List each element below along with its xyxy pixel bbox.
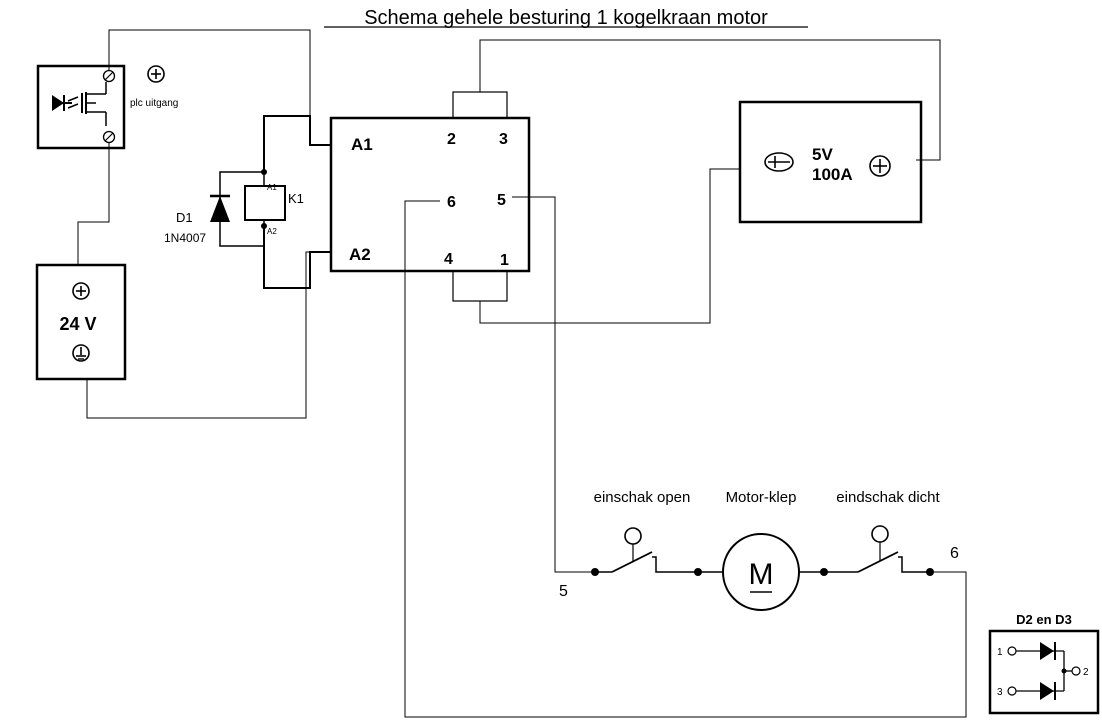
node-5-label: 5: [559, 583, 568, 600]
wire-plc-to-24v: [77, 143, 110, 264]
module-pin-6: 6: [447, 194, 456, 211]
plus-icon: [869, 155, 891, 177]
switch-open-label: einschak open: [594, 489, 691, 506]
transistor-icon: [81, 82, 107, 126]
module-a2: A2: [349, 245, 371, 264]
wire-24v-to-a2: [86, 251, 330, 419]
diode-pair-pin-3: 3: [997, 687, 1003, 698]
plc-output-block: [36, 64, 126, 150]
relay-a2-small: A2: [267, 227, 277, 236]
relay-coil: [244, 185, 286, 221]
wire-plc-to-a1: [108, 29, 330, 146]
diagram-title: Schema gehele besturing 1 kogelkraan mot…: [364, 7, 768, 29]
diode-pair-title: D2 en D3: [1016, 612, 1072, 627]
wire-pin6-to-motor: [404, 200, 967, 718]
diode-d3-icon: [1040, 682, 1054, 700]
switch-open-actuator-icon: [624, 527, 642, 545]
wire-pin1-to-5v-minus: [479, 168, 740, 324]
diode-pair-pin-2: 2: [1083, 667, 1089, 678]
supply-5v-volt: 5V: [812, 145, 833, 164]
ground-icon: [72, 344, 90, 362]
relay-a1-small: A1: [267, 183, 277, 192]
led-icon: [52, 95, 79, 111]
motor-symbol: M: [749, 558, 774, 591]
diode-d2-icon: [1040, 642, 1054, 660]
supply-5v-amp: 100A: [812, 165, 853, 184]
diode-pair-pin-1: 1: [997, 647, 1003, 658]
plc-plus-icon: [147, 65, 165, 83]
minus-icon: [764, 152, 794, 172]
wire-pin5-to-motor: [512, 196, 595, 573]
switch-closed-actuator-icon: [871, 525, 889, 543]
module-pin-5: 5: [497, 192, 506, 209]
node-6-label: 6: [950, 545, 959, 562]
switch-closed-label: eindschak dicht: [836, 489, 940, 506]
module-pin-1: 1: [500, 252, 509, 269]
module-a1: A1: [351, 135, 373, 154]
control-module: A1 A2 2 3 6 5 4 1: [329, 91, 531, 302]
diode-name: D1: [176, 210, 193, 225]
supply-5v: 5V 100A: [738, 100, 923, 224]
relay-k1: A1 A2: [210, 115, 330, 289]
diode-part: 1N4007: [164, 231, 206, 245]
relay-label: K1: [288, 191, 304, 206]
diode-pair-block: [988, 629, 1100, 715]
supply-24v-label: 24 V: [59, 314, 96, 334]
diode-d1-icon: [210, 194, 230, 222]
motor-circuit: M: [591, 525, 934, 611]
motor-label: Motor-klep: [726, 489, 797, 506]
module-pin-4: 4: [444, 251, 453, 268]
supply-plus-icon: [72, 282, 90, 300]
supply-24v: 24 V: [35, 263, 127, 381]
module-pin-3: 3: [499, 131, 508, 148]
plc-label: plc uitgang: [130, 98, 178, 109]
wire-pin3-to-5v-plus: [479, 39, 941, 161]
module-pin-2: 2: [447, 131, 456, 148]
